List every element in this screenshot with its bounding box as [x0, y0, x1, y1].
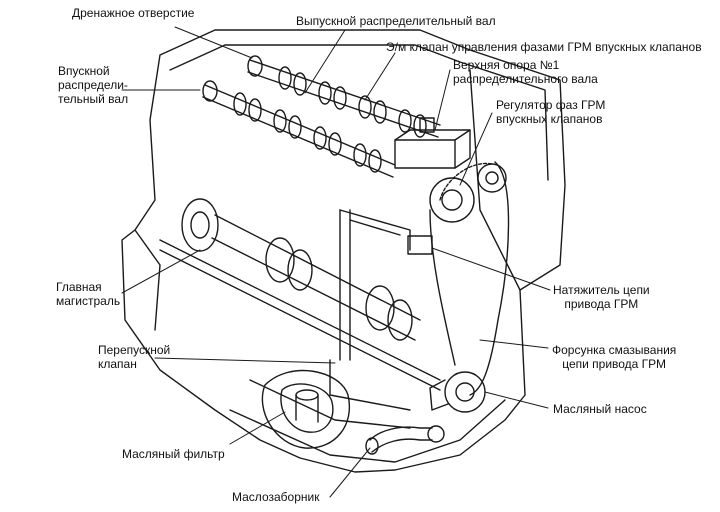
label-chain-tensioner: Натяжитель цепи привода ГРМ — [553, 283, 650, 311]
label-oil-pickup: Маслозаборник — [232, 490, 320, 504]
label-oil-filter: Масляный фильтр — [122, 447, 225, 461]
label-phase-regulator: Регулятор фаз ГРМ впускных клапанов — [496, 98, 606, 126]
label-oil-pump: Масляный насос — [553, 402, 647, 416]
crankshaft-shape — [181, 198, 421, 341]
label-intake-camshaft: Впускной распредели- тельный вал — [58, 64, 129, 106]
oil-pump-shape — [429, 371, 486, 413]
oil-passages-shape — [159, 209, 441, 411]
label-exhaust-camshaft: Выпускной распределительный вал — [296, 14, 496, 28]
label-drain-hole: Дренажное отверстие — [72, 6, 195, 20]
label-main-gallery: Главная магистраль — [56, 280, 121, 308]
camshaft-support-shape — [394, 117, 471, 169]
cam-sprockets-shape — [429, 163, 507, 223]
exhaust-camshaft-shape — [247, 55, 441, 138]
label-upper-support: Верхняя опора №1 распределительного вала — [453, 58, 598, 86]
intake-camshaft-shape — [202, 80, 396, 178]
timing-chain-shape — [429, 161, 510, 396]
chain-tensioner-shape — [407, 235, 433, 255]
engine-block-outline — [121, 29, 566, 473]
label-chain-oil-nozzle: Форсунка смазывания цепи привода ГРМ — [552, 343, 677, 371]
oil-pickup-shape — [365, 425, 445, 455]
label-bypass-valve: Перепускной клапан — [98, 343, 171, 371]
oil-filter-shape — [261, 369, 351, 449]
leader-lines — [121, 26, 551, 498]
label-solenoid-valve: Э/м клапан управления фазами ГРМ впускны… — [386, 40, 702, 54]
